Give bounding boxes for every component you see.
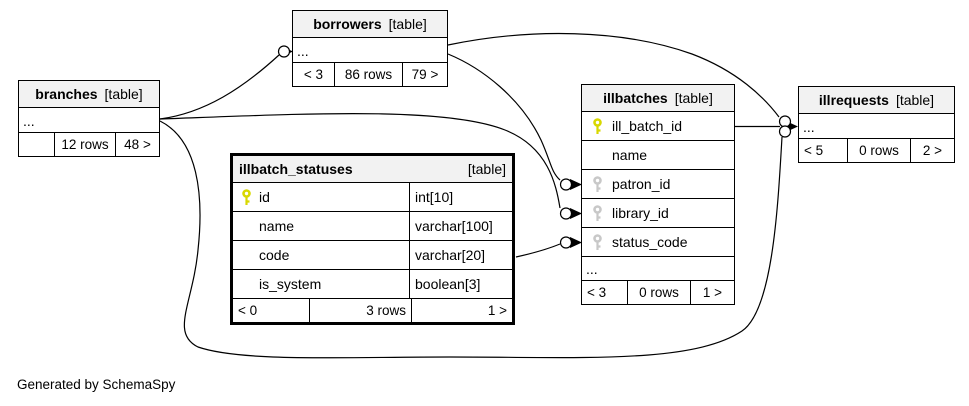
column-type: boolean[3] (409, 270, 512, 298)
next-relations: 2 > (910, 139, 954, 162)
table-illrequests-header[interactable]: illrequests [table] (799, 87, 954, 114)
foreign-key-icon (582, 175, 612, 193)
column-name: code (259, 247, 290, 263)
column-name: patron_id (612, 176, 671, 192)
circle-patron-id (559, 178, 573, 191)
next-relations: 1 > (411, 299, 512, 322)
edge-illbatch-statuses-illbatches-status-code (515, 243, 561, 258)
column-name: name (259, 218, 295, 234)
prev-relations: < 3 (303, 67, 324, 82)
column-row-is-system: is_system boolean[3] (233, 270, 512, 299)
next-relations: 79 > (402, 63, 447, 86)
prev-relations: < 5 (804, 143, 824, 158)
column-row-code: code varchar[20] (233, 241, 512, 270)
row-count: 3 rows (309, 299, 411, 322)
column-row-name: name (582, 141, 734, 170)
table-footer: < 3 0 rows 1 > (582, 281, 734, 304)
circle-illrequests-bottom (778, 125, 792, 138)
ellipsis: ... (803, 119, 815, 135)
column-row-status-code: status_code (582, 228, 734, 257)
column-row-name: name varchar[100] (233, 212, 512, 241)
table-illrequests[interactable]: illrequests [table] ... < 5 0 rows 2 > (798, 86, 955, 163)
column-name: ill_batch_id (612, 118, 683, 134)
circle-library-id (559, 207, 573, 220)
table-tag: [table] (674, 90, 713, 106)
next-relations: 48 > (115, 133, 159, 156)
table-illbatch-statuses-header[interactable]: illbatch_statuses [table] (233, 156, 512, 183)
column-row-patron-id: patron_id (582, 170, 734, 199)
column-row-ill-batch-id: ill_batch_id (582, 112, 734, 141)
next-relations: 1 > (690, 281, 734, 304)
table-tag: [table] (104, 86, 143, 102)
column-name: name (612, 147, 648, 163)
table-illbatch-statuses[interactable]: illbatch_statuses [table] id int[10] nam… (230, 153, 515, 325)
table-tag: [table] (388, 16, 427, 32)
hidden-columns-row: ... (799, 114, 954, 139)
column-name: status_code (612, 234, 688, 250)
row-count: 0 rows (627, 281, 690, 304)
table-footer: < 0 3 rows 1 > (233, 299, 512, 322)
column-row-library-id: library_id (582, 199, 734, 228)
primary-key-icon (582, 117, 612, 135)
column-row-id: id int[10] (233, 183, 512, 212)
row-count: 12 rows (54, 133, 115, 156)
column-name: library_id (612, 205, 669, 221)
ellipsis: ... (586, 261, 598, 277)
generated-by-note: Generated by SchemaSpy (17, 377, 176, 392)
column-type: int[10] (409, 183, 512, 211)
foreign-key-icon (582, 204, 612, 222)
table-branches-header[interactable]: branches [table] (19, 81, 159, 108)
arrowhead-illrequests (786, 121, 798, 132)
table-tag: [table] (467, 161, 506, 177)
row-count: 86 rows (334, 63, 402, 86)
table-name: branches (35, 86, 98, 102)
column-name: is_system (259, 276, 322, 292)
table-borrowers[interactable]: borrowers [table] ... < 3 86 rows 79 > (292, 10, 448, 87)
hidden-columns-row: ... (19, 108, 159, 133)
column-name: id (259, 189, 270, 205)
circle-borrowers (277, 45, 291, 58)
table-illbatches[interactable]: illbatches [table] ill_batch_id name pat… (581, 84, 735, 305)
circle-illrequests-top (778, 115, 792, 128)
table-footer: < 5 0 rows 2 > (799, 139, 954, 162)
circle-status-code (559, 236, 573, 249)
table-name: borrowers (313, 16, 382, 32)
table-illbatches-header[interactable]: illbatches [table] (582, 85, 734, 112)
table-tag: [table] (895, 92, 935, 108)
prev-relations: < 3 (587, 285, 607, 300)
hidden-columns-row: ... (582, 257, 734, 281)
primary-key-icon (233, 188, 259, 206)
prev-relations (19, 133, 54, 156)
table-footer: 12 rows 48 > (19, 133, 159, 156)
ellipsis: ... (297, 43, 309, 59)
table-name: illrequests (818, 92, 889, 108)
column-type: varchar[20] (409, 241, 512, 269)
table-name: illbatch_statuses (239, 161, 353, 177)
column-type: varchar[100] (409, 212, 512, 240)
prev-relations: < 0 (238, 303, 258, 318)
table-name: illbatches (603, 90, 668, 106)
hidden-columns-row: ... (293, 38, 447, 63)
row-count: 0 rows (847, 139, 910, 162)
edge-branches-borrowers (159, 54, 280, 120)
table-footer: < 3 86 rows 79 > (293, 63, 447, 86)
foreign-key-icon (582, 233, 612, 251)
table-branches[interactable]: branches [table] ... 12 rows 48 > (18, 80, 160, 157)
ellipsis: ... (23, 113, 35, 129)
table-borrowers-header[interactable]: borrowers [table] (293, 11, 447, 38)
